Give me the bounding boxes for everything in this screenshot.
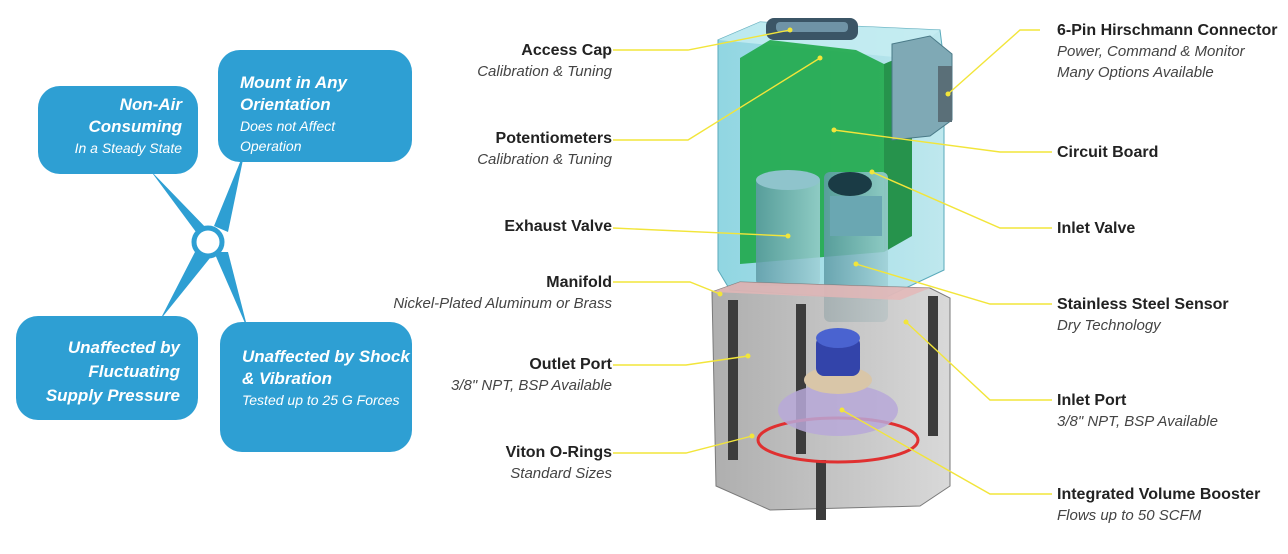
- callout-desc: Dry Technology: [1057, 317, 1161, 334]
- callout-circuit-board: Circuit Board: [1057, 142, 1158, 163]
- callout-desc: Nickel-Plated Aluminum or Brass: [393, 295, 612, 312]
- callout-title: Exhaust Valve: [504, 218, 612, 235]
- callout-desc: 3/8" NPT, BSP Available: [451, 377, 612, 394]
- callout-title: Circuit Board: [1057, 144, 1159, 161]
- callout-desc-2: Many Options Available: [1057, 64, 1214, 81]
- callout-access-cap: Access Cap Calibration & Tuning: [477, 40, 612, 82]
- feature-non-air: Non-Air Consuming In a Steady State: [38, 86, 198, 174]
- callout-title: Access Cap: [521, 42, 612, 59]
- feature-title: Unaffected by Fluctuating Supply Pressur…: [45, 338, 180, 405]
- callout-desc: 3/8" NPT, BSP Available: [1057, 413, 1218, 430]
- callout-desc: Power, Command & Monitor: [1057, 43, 1245, 60]
- valves: [756, 170, 888, 322]
- callout-potentiometers: Potentiometers Calibration & Tuning: [477, 128, 612, 170]
- feature-title: Non-Air Consuming: [88, 95, 183, 136]
- feature-mount: Mount in Any Orientation Does not Affect…: [218, 50, 412, 162]
- feature-fluctuating: Unaffected by Fluctuating Supply Pressur…: [16, 316, 198, 420]
- callout-viton-o-rings: Viton O-Rings Standard Sizes: [506, 442, 612, 484]
- manifold-block: [711, 281, 951, 520]
- callout-manifold: Manifold Nickel-Plated Aluminum or Brass: [393, 272, 612, 314]
- callout-outlet-port: Outlet Port 3/8" NPT, BSP Available: [451, 354, 612, 396]
- feature-title: Mount in Any Orientation: [240, 73, 348, 114]
- callout-exhaust-valve: Exhaust Valve: [504, 216, 612, 237]
- callout-title: Integrated Volume Booster: [1057, 486, 1261, 503]
- callout-desc: Calibration & Tuning: [477, 63, 612, 80]
- feature-sub: In a Steady State: [74, 140, 182, 156]
- callout-inlet-valve: Inlet Valve: [1057, 218, 1135, 239]
- callout-title: Potentiometers: [495, 130, 612, 147]
- callout-connector: 6-Pin Hirschmann Connector Power, Comman…: [1057, 20, 1277, 83]
- callout-title: Inlet Port: [1057, 392, 1127, 409]
- center-ring: [191, 225, 225, 259]
- callout-title: Stainless Steel Sensor: [1057, 296, 1229, 313]
- callout-title: Manifold: [546, 274, 612, 291]
- callout-desc: Standard Sizes: [510, 465, 612, 482]
- callout-volume-booster: Integrated Volume Booster Flows up to 50…: [1057, 484, 1260, 526]
- callout-desc: Calibration & Tuning: [477, 151, 612, 168]
- feature-title: Unaffected by Shock & Vibration: [242, 347, 410, 388]
- feature-sub: Does not Affect Operation: [240, 118, 336, 154]
- callout-inlet-port: Inlet Port 3/8" NPT, BSP Available: [1057, 390, 1218, 432]
- callout-title: Viton O-Rings: [505, 444, 612, 461]
- callout-sensor: Stainless Steel Sensor Dry Technology: [1057, 294, 1229, 336]
- callout-desc: Flows up to 50 SCFM: [1057, 507, 1202, 524]
- callout-title: Outlet Port: [529, 356, 612, 373]
- callout-title: Inlet Valve: [1057, 220, 1136, 237]
- leader-lines: [612, 29, 1052, 495]
- feature-shock: Unaffected by Shock & Vibration Tested u…: [220, 322, 412, 452]
- feature-sub: Tested up to 25 G Forces: [242, 392, 400, 408]
- callout-title: 6-Pin Hirschmann Connector: [1057, 22, 1278, 39]
